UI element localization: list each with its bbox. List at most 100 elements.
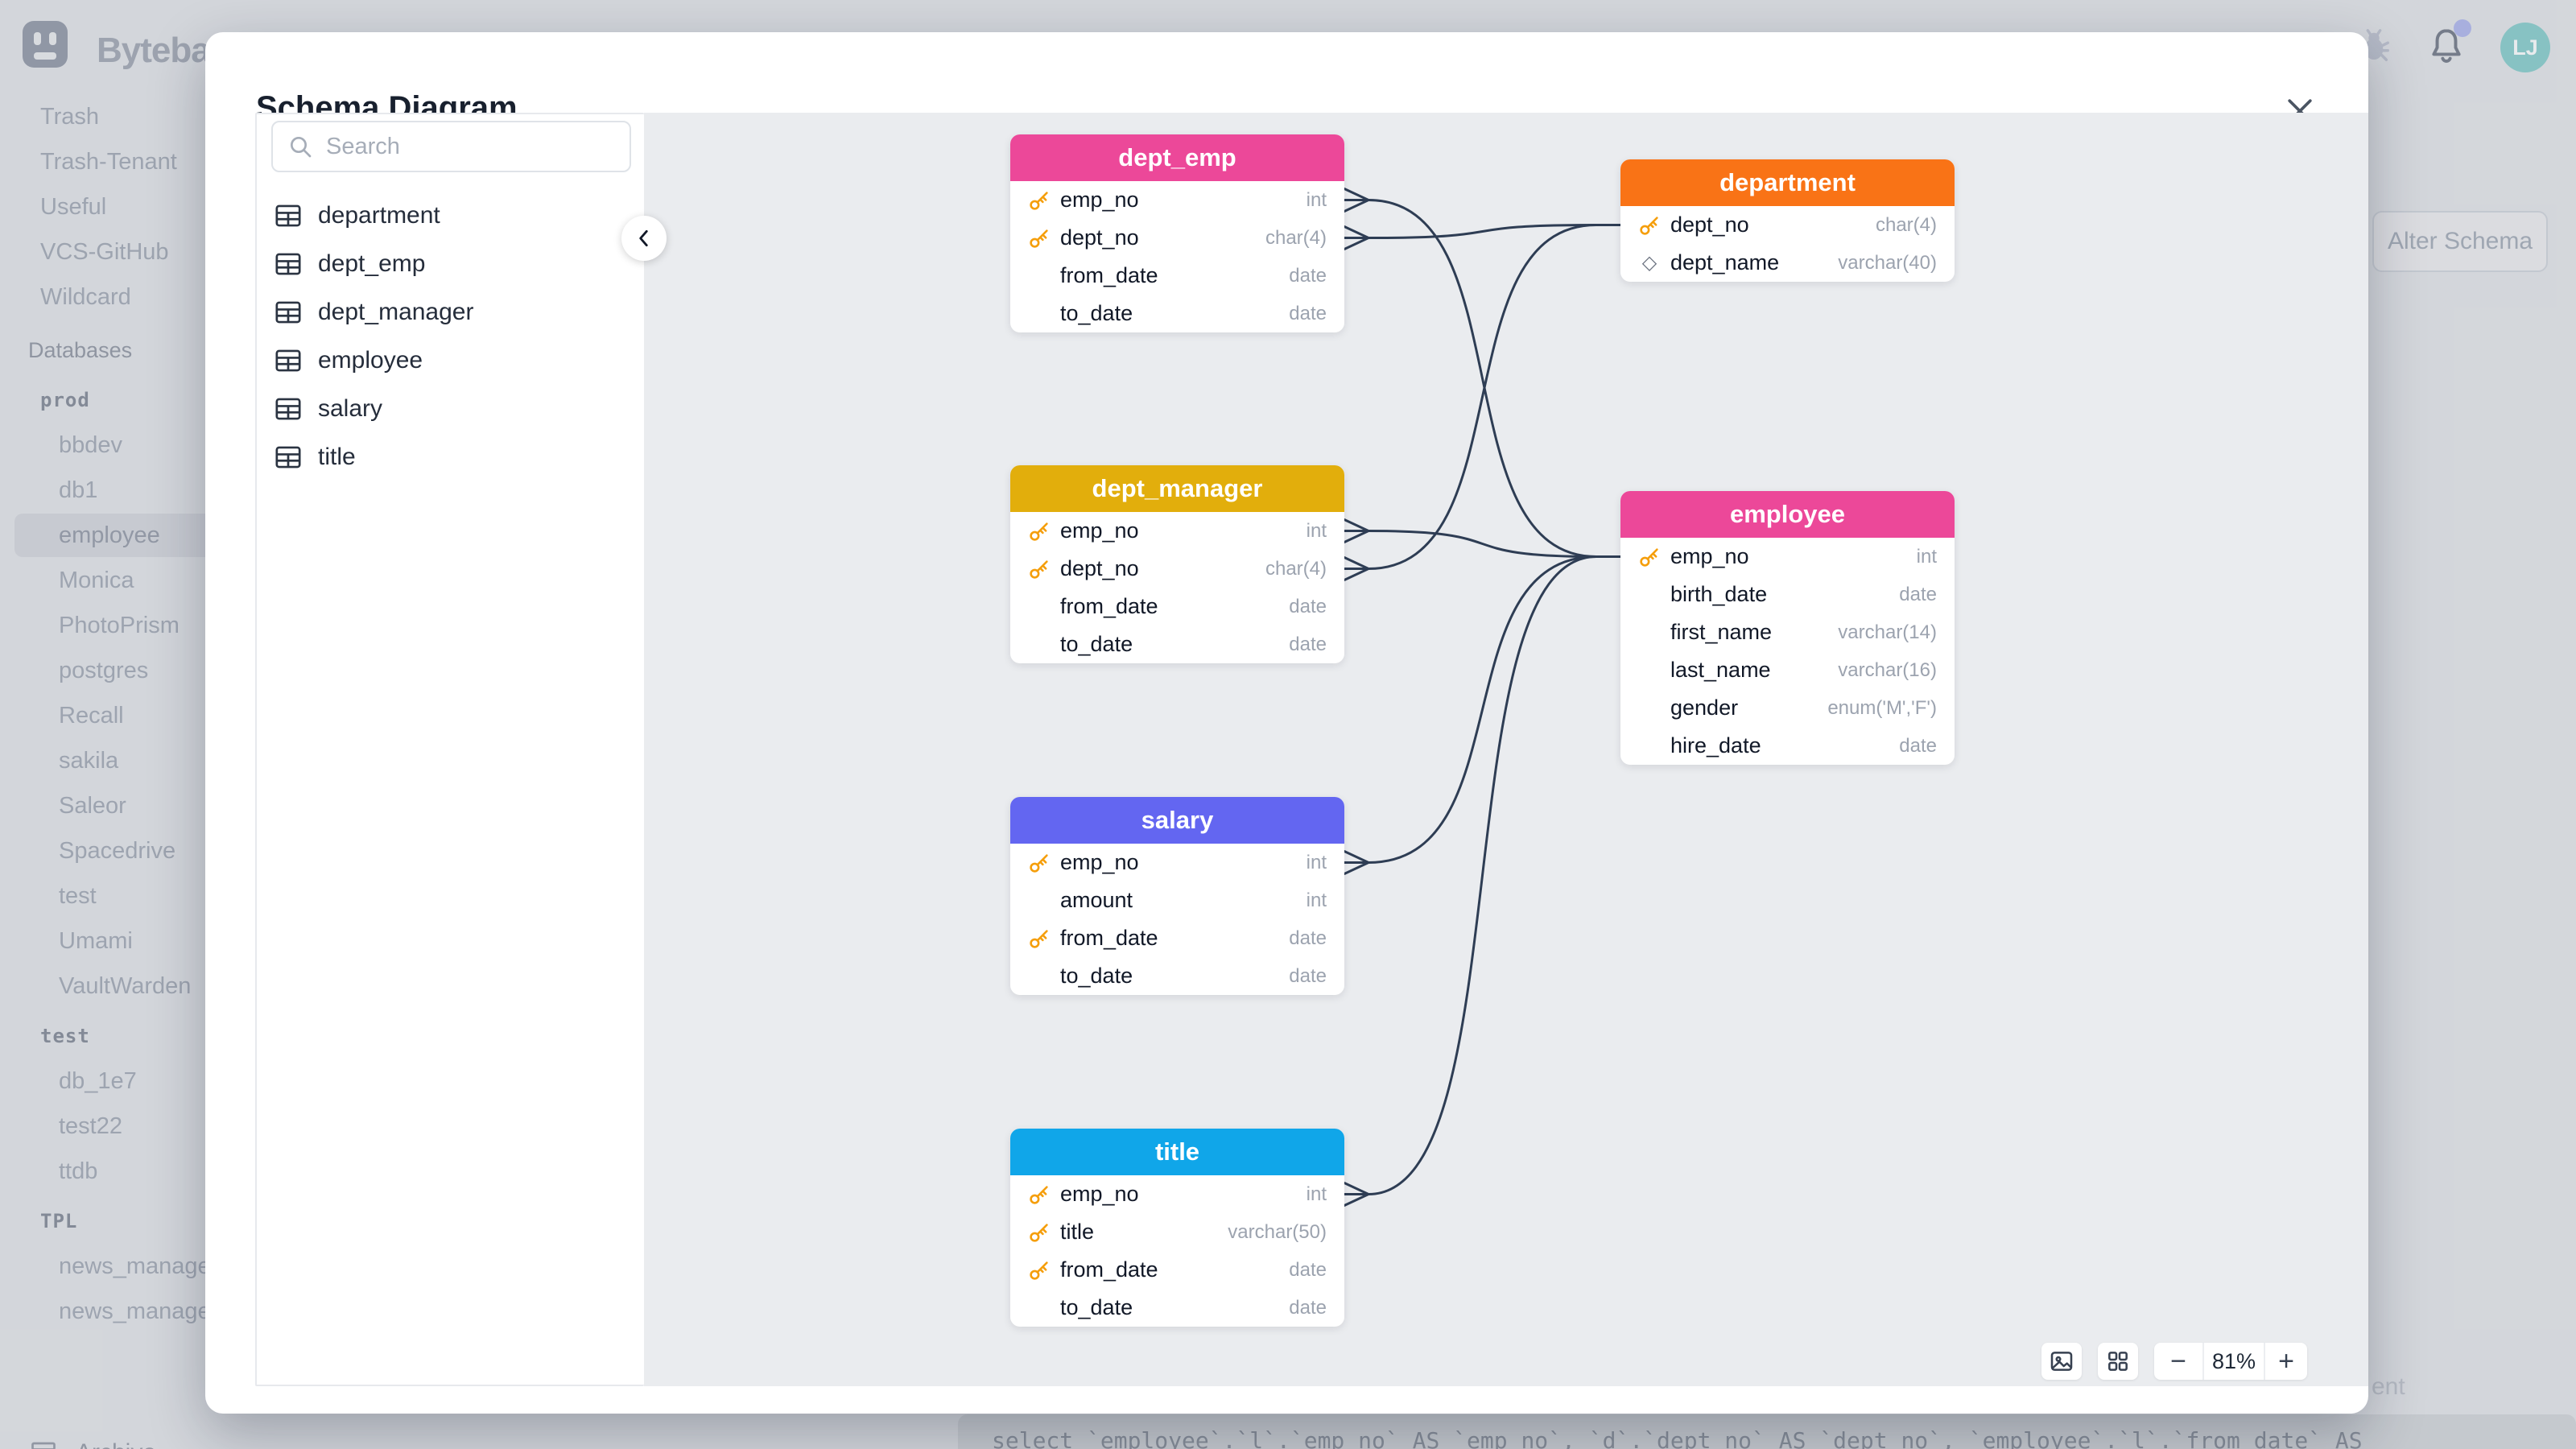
sidebar-item-trash[interactable]: Trash bbox=[40, 103, 100, 130]
field-name: from_date bbox=[1060, 1257, 1158, 1282]
collapse-panel-button[interactable] bbox=[621, 216, 667, 261]
field-type: char(4) bbox=[1875, 213, 1937, 236]
sidebar-item-photoprism[interactable]: PhotoPrism bbox=[59, 612, 180, 638]
sidebar-item-test[interactable]: test bbox=[59, 882, 97, 909]
table-list-item-dept_manager[interactable]: dept_manager bbox=[257, 288, 644, 336]
sidebar-item-news-manage[interactable]: news_manage bbox=[59, 1298, 211, 1324]
table-card-header[interactable]: employee bbox=[1620, 491, 1955, 538]
table-list-item-dept_emp[interactable]: dept_emp bbox=[257, 240, 644, 288]
table-card-header[interactable]: department bbox=[1620, 159, 1955, 206]
sidebar-item-sakila[interactable]: sakila bbox=[59, 747, 119, 774]
table-list-label: department bbox=[318, 202, 440, 229]
zoom-level: 81% bbox=[2202, 1343, 2265, 1380]
table-icon bbox=[275, 445, 302, 469]
sidebar-item-vcs-github[interactable]: VCS-GitHub bbox=[40, 238, 169, 265]
table-card-header[interactable]: title bbox=[1010, 1129, 1344, 1175]
sidebar-item-news-manage[interactable]: news_manage bbox=[59, 1253, 211, 1279]
sidebar-item-bbdev[interactable]: bbdev bbox=[59, 431, 123, 458]
search-input[interactable] bbox=[326, 133, 592, 160]
sidebar-item-tpl[interactable]: TPL bbox=[40, 1210, 78, 1232]
table-card-header[interactable]: dept_manager bbox=[1010, 465, 1344, 512]
notifications-bell-icon[interactable] bbox=[2426, 19, 2471, 70]
table-list-item-title[interactable]: title bbox=[257, 433, 644, 481]
table-list-item-department[interactable]: department bbox=[257, 192, 644, 240]
chevron-left-icon bbox=[639, 229, 648, 247]
table-icon bbox=[275, 349, 302, 373]
sidebar-item-useful[interactable]: Useful bbox=[40, 193, 107, 220]
sidebar-item-db1[interactable]: db1 bbox=[59, 477, 98, 503]
sidebar-item-monica[interactable]: Monica bbox=[59, 567, 134, 593]
field-type: date bbox=[1899, 583, 1937, 605]
sidebar-item-test[interactable]: test bbox=[40, 1025, 90, 1047]
sidebar-item-postgres[interactable]: postgres bbox=[59, 657, 149, 683]
field-type: int bbox=[1916, 545, 1937, 568]
search-box bbox=[271, 121, 631, 172]
sidebar-item-recall[interactable]: Recall bbox=[59, 702, 124, 729]
table-icon bbox=[275, 300, 302, 324]
field-type: date bbox=[1289, 595, 1327, 617]
alter-schema-button[interactable]: Alter Schema bbox=[2372, 211, 2548, 272]
field-name: emp_no bbox=[1060, 1182, 1139, 1206]
auto-layout-button[interactable] bbox=[2098, 1343, 2138, 1380]
table-list-item-salary[interactable]: salary bbox=[257, 385, 644, 433]
sidebar-item-umami[interactable]: Umami bbox=[59, 927, 133, 954]
sidebar-item-archive[interactable]: Archive bbox=[0, 1430, 338, 1449]
sidebar-item-saleor[interactable]: Saleor bbox=[59, 792, 126, 819]
field-name: birth_date bbox=[1670, 582, 1768, 606]
zoom-out-button[interactable]: − bbox=[2170, 1345, 2186, 1377]
sidebar-item-ttdb[interactable]: ttdb bbox=[59, 1158, 98, 1184]
primary-key-icon bbox=[1023, 1219, 1055, 1246]
sidebar-item-vaultwarden[interactable]: VaultWarden bbox=[59, 972, 192, 999]
table-card-header[interactable]: dept_emp bbox=[1010, 134, 1344, 181]
no-key-spacer bbox=[1023, 963, 1055, 990]
avatar[interactable]: LJ bbox=[2500, 23, 2550, 72]
table-list-item-employee[interactable]: employee bbox=[257, 336, 644, 385]
sidebar-item-test22[interactable]: test22 bbox=[59, 1113, 122, 1139]
sidebar-item-prod[interactable]: prod bbox=[40, 389, 90, 411]
table-icon bbox=[275, 397, 302, 421]
sidebar-item-db-1e7[interactable]: db_1e7 bbox=[59, 1067, 137, 1094]
zoom-in-button[interactable]: + bbox=[2278, 1345, 2294, 1377]
export-image-button[interactable] bbox=[2041, 1343, 2082, 1380]
sidebar-item-wildcard[interactable]: Wildcard bbox=[40, 283, 131, 310]
bytebase-logo-icon[interactable] bbox=[23, 21, 68, 68]
table-card-header[interactable]: salary bbox=[1010, 797, 1344, 844]
sidebar-item-trash-tenant[interactable]: Trash-Tenant bbox=[40, 148, 177, 175]
field-name: from_date bbox=[1060, 926, 1158, 950]
sidebar-item-spacedrive[interactable]: Spacedrive bbox=[59, 837, 176, 864]
field-row-birth_date[interactable]: birth_date date bbox=[1620, 576, 1955, 613]
sql-editor-bar[interactable]: select `employee`.`l`.`emp_no` AS `emp_n… bbox=[958, 1414, 2576, 1449]
diagram-toolbar: − 81% + bbox=[2041, 1343, 2307, 1380]
